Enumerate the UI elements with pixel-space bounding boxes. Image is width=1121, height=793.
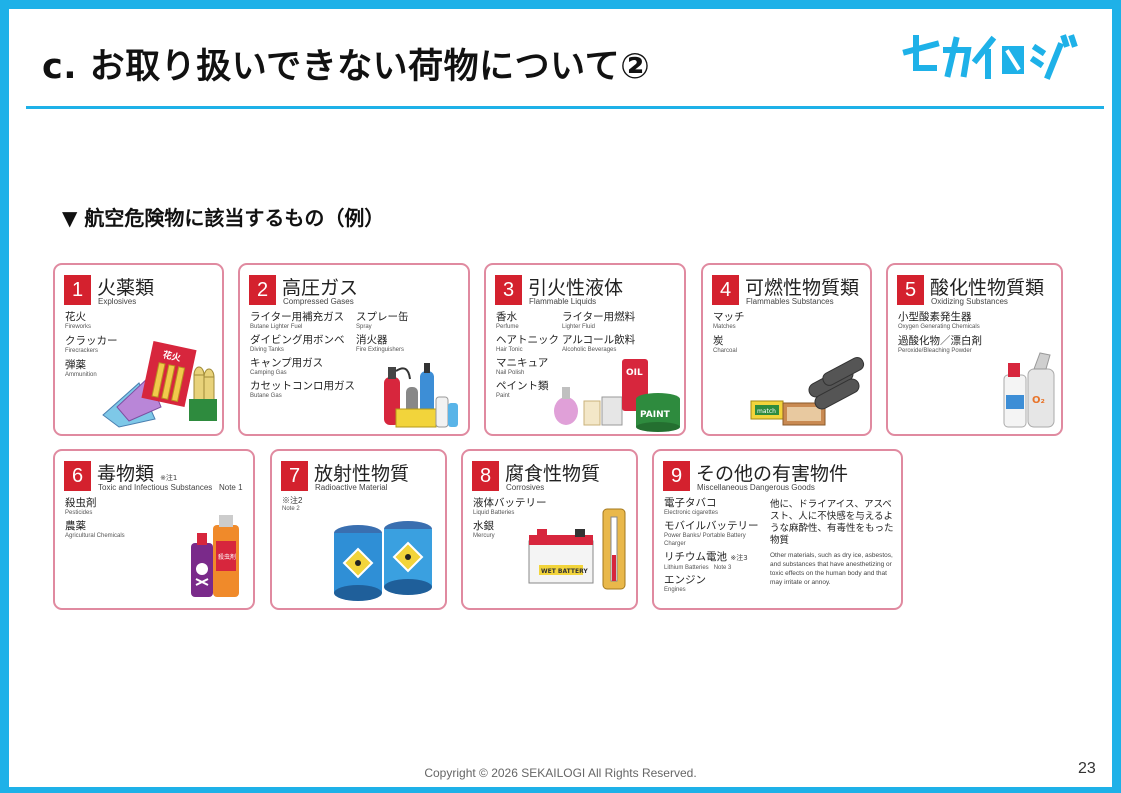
pesticide-label: 殺虫剤 (218, 553, 236, 561)
card-title-en: Oxidizing Substances (931, 297, 1008, 306)
card-title: 毒物類 ※注1 (97, 463, 178, 485)
fireworks-label: 花火 (162, 348, 183, 364)
section-heading: ▼ 航空危険物に該当するもの（例） (62, 206, 385, 230)
oil-label: OIL (626, 368, 643, 378)
card-title: 引火性液体 (528, 277, 624, 299)
card-title: 火薬類 (97, 277, 155, 299)
radioactive-drums-illustration (334, 521, 432, 601)
other-materials-jp: 他に、ドライアイス、アスベスト、人に不快感を与えるような麻酔性、有毒性をもった物… (770, 499, 894, 546)
card-number: 9 (663, 461, 690, 491)
card-title: 腐食性物質 (505, 463, 601, 485)
card-number: 5 (897, 275, 924, 305)
battery-mercury-illustration: WET BATTERY (528, 508, 626, 590)
card-miscellaneous: 9 その他の有害物件 Miscellaneous Dangerous Goods… (652, 449, 903, 610)
card-number: 7 (281, 461, 308, 491)
card-title-en: Miscellaneous Dangerous Goods (697, 483, 815, 492)
battery-label: WET BATTERY (541, 568, 588, 575)
card-title-en: Toxic and Infectious Substances Note 1 (98, 483, 243, 492)
card-title-en: Radioactive Material (315, 483, 388, 492)
sekailogi-logo (902, 34, 1078, 80)
flammable-liquids-illustration: OIL PAINT (554, 359, 680, 432)
copyright: Copyright © 2026 SEKAILOGI All Rights Re… (424, 766, 697, 780)
card-number: 8 (472, 461, 499, 491)
pesticide-illustration: 殺虫剤 (191, 515, 239, 597)
card-title-note: ※注1 (160, 474, 178, 482)
card-title-en: Explosives (98, 297, 137, 306)
fireworks-illustration: 花火 (102, 341, 217, 428)
oxidizer-illustration: O₂ (1003, 352, 1055, 428)
card-number: 2 (249, 275, 276, 305)
card-title: 可燃性物質類 (745, 277, 860, 299)
card-title: 放射性物質 (314, 463, 410, 485)
card-title-en: Flammable Liquids (529, 297, 597, 306)
card-title: 酸化性物質類 (930, 277, 1045, 299)
oxygen-label: O₂ (1032, 395, 1045, 406)
card-number: 1 (64, 275, 91, 305)
card-title-en: Flammables Substances (746, 297, 834, 306)
match-label: match (757, 408, 776, 415)
title-divider (26, 106, 1104, 109)
card-title-en: Compressed Gases (283, 297, 354, 306)
page-number: 23 (1078, 760, 1096, 777)
card-toxic-substances: 6 毒物類 ※注1 Toxic and Infectious Substance… (53, 449, 255, 610)
page-title: c. お取り扱いできない荷物について② (42, 47, 651, 87)
card-title: 高圧ガス (282, 277, 359, 299)
paint-label: PAINT (640, 410, 671, 420)
gas-cylinders-illustration (384, 363, 458, 428)
card-number: 3 (495, 275, 522, 305)
card-number: 6 (64, 461, 91, 491)
card-number: 4 (712, 275, 739, 305)
card-title: その他の有害物件 (696, 463, 849, 485)
matches-charcoal-illustration: match (750, 356, 865, 426)
card-title-en: Corrosives (506, 483, 545, 492)
other-materials-en: Other materials, such as dry ice, asbest… (770, 552, 893, 586)
